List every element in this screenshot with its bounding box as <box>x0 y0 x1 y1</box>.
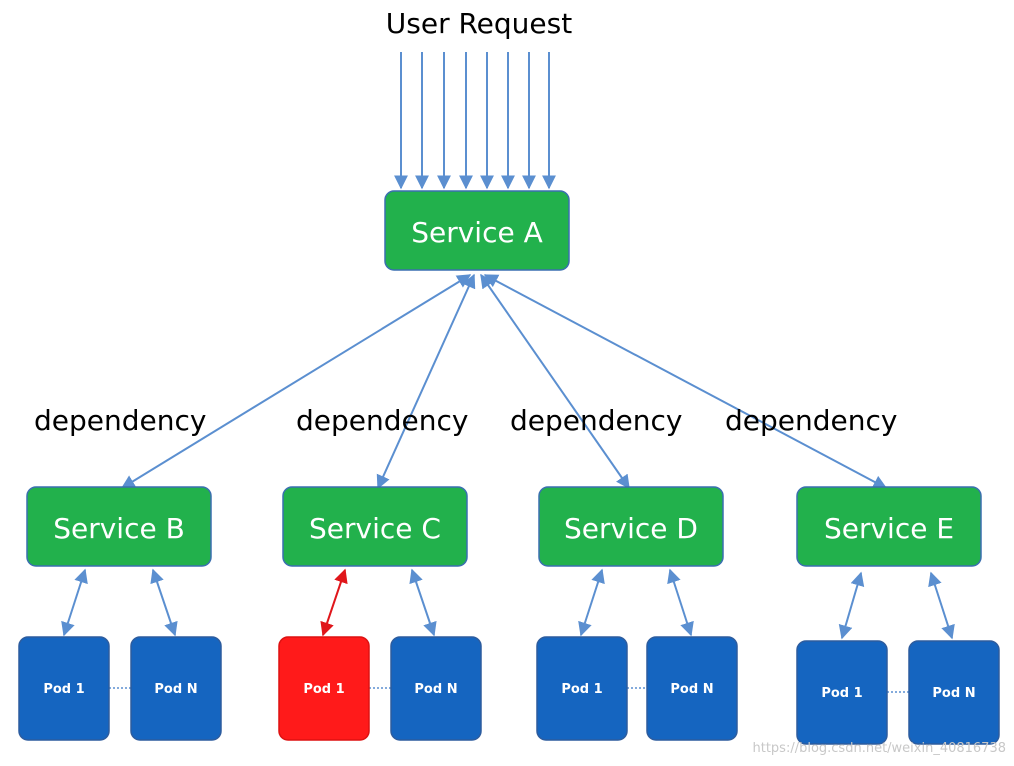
incoming-request-arrows <box>394 52 556 190</box>
pod-e-1: Pod 1 <box>796 640 888 745</box>
service-a-node: Service A <box>384 190 570 271</box>
pod-b-1-label: Pod 1 <box>43 682 84 697</box>
dependency-arrow-e <box>483 274 888 489</box>
dependency-labels: dependency dependency dependency depende… <box>34 404 897 437</box>
pod-d-n: Pod N <box>646 636 738 741</box>
pod-arrow-b1 <box>61 568 88 637</box>
pod-c-n-label: Pod N <box>414 682 457 697</box>
service-e-node: Service E <box>796 486 982 567</box>
service-b-label: Service B <box>53 512 185 545</box>
pod-d-n-label: Pod N <box>670 682 713 697</box>
service-e-label: Service E <box>824 512 954 545</box>
dependency-label-d: dependency <box>510 404 682 437</box>
dependency-arrow-d <box>480 273 630 490</box>
pod-c-n: Pod N <box>390 636 482 741</box>
service-a-label: Service A <box>411 216 543 249</box>
pod-b-n: Pod N <box>130 636 222 741</box>
pod-arrow-d1 <box>578 568 605 637</box>
user-request-title: User Request <box>386 7 572 40</box>
pod-e-n: Pod N <box>908 640 1000 745</box>
dependency-arrows <box>120 273 888 490</box>
pod-c-1-label: Pod 1 <box>303 682 344 697</box>
pod-arrow-bn <box>150 568 178 637</box>
pod-e-n-label: Pod N <box>932 686 975 701</box>
pod-e-1-label: Pod 1 <box>821 686 862 701</box>
pod-arrow-cn <box>409 568 437 637</box>
pod-b-1: Pod 1 <box>18 636 110 741</box>
pod-connectors <box>109 687 909 693</box>
service-c-label: Service C <box>309 512 441 545</box>
pod-arrow-dn <box>667 568 694 637</box>
pod-b-n-label: Pod N <box>154 682 197 697</box>
pod-arrow-e1 <box>838 571 865 640</box>
dependency-label-c: dependency <box>296 404 468 437</box>
pod-d-1: Pod 1 <box>536 636 628 741</box>
pod-arrow-c1-failed <box>320 568 348 637</box>
pod-d-1-label: Pod 1 <box>561 682 602 697</box>
pod-arrows <box>61 568 955 640</box>
service-c-node: Service C <box>282 486 468 567</box>
pod-arrow-en <box>928 571 955 640</box>
dependency-label-e: dependency <box>725 404 897 437</box>
service-b-node: Service B <box>26 486 212 567</box>
dependency-arrow-b <box>120 274 472 489</box>
service-d-node: Service D <box>538 486 724 567</box>
pod-c-1-failed: Pod 1 <box>278 636 370 741</box>
watermark: https://blog.csdn.net/weixin_40816738 <box>752 741 1006 756</box>
dependency-label-b: dependency <box>34 404 206 437</box>
service-d-label: Service D <box>564 512 698 545</box>
dependency-arrow-c <box>376 273 476 490</box>
